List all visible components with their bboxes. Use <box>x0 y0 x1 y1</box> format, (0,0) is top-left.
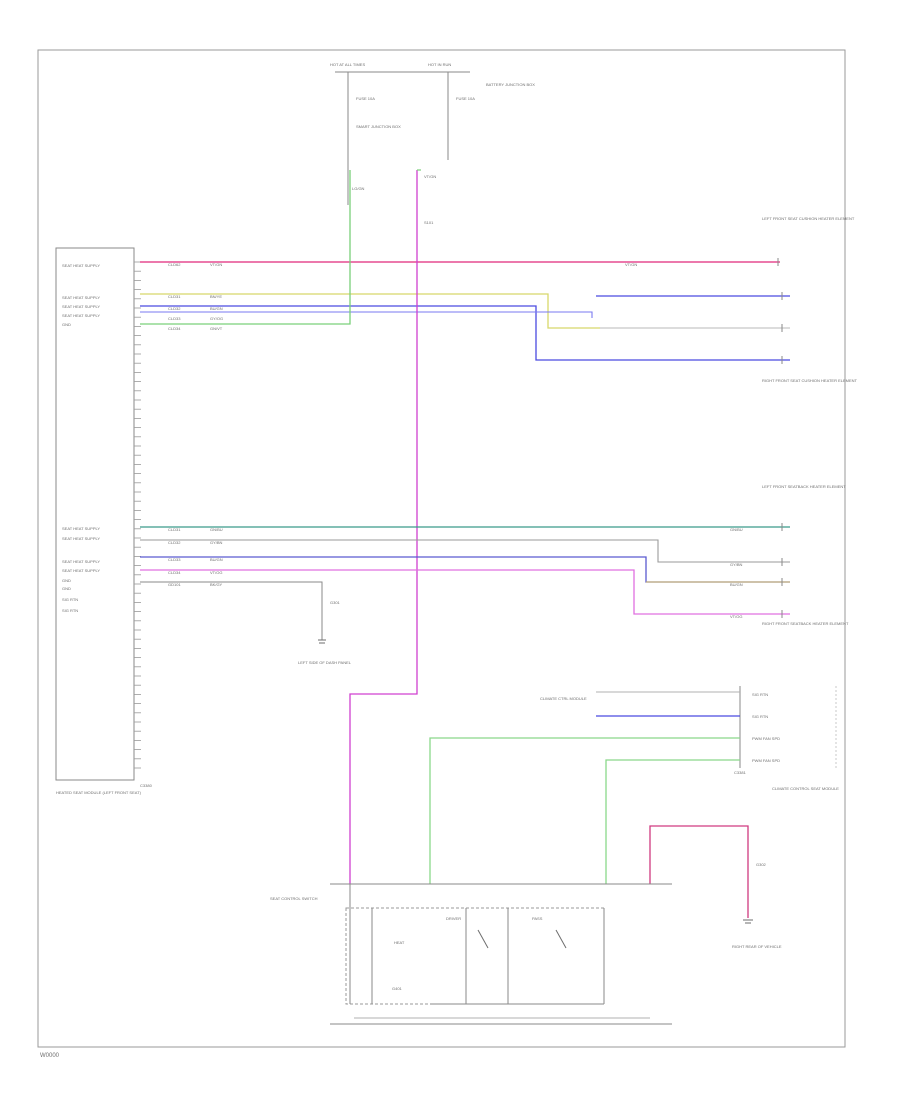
module-pin-4: SEAT HEAT SUPPLY <box>62 313 100 318</box>
cm-c-label: C3381 <box>734 770 747 775</box>
lf-back-label: LEFT FRONT SEATBACK HEATER ELEMENT <box>762 484 846 489</box>
code-r8a: CLD33 <box>168 557 181 562</box>
wire-blue-2 <box>140 311 593 318</box>
code-r9b: VT/OG <box>210 570 222 575</box>
code-r8b: BU/GN <box>210 557 223 562</box>
cm-left-label: CLIMATE CTRL MODULE <box>540 696 587 701</box>
switch-dashed-box <box>345 907 605 1005</box>
connector-ticks <box>777 258 783 618</box>
wires-upper <box>140 170 790 361</box>
diagram-frame <box>37 49 846 1048</box>
fuse-b: FUSE 10A <box>456 96 475 101</box>
switch-label-heat: HEAT <box>394 940 405 945</box>
code-r8c: BU/GN <box>730 582 743 587</box>
ground-cap: GND <box>62 586 71 591</box>
cm-name: CLIMATE CONTROL SEAT MODULE <box>772 786 839 791</box>
module-box <box>55 247 135 781</box>
wire-gray-3 <box>140 581 323 640</box>
seat-control-switch: SEAT CONTROL SWITCH HEAT DRIVER PASS G40… <box>270 883 672 1025</box>
ground-g301: G301 LEFT SIDE OF DASH PANEL <box>298 600 352 665</box>
module-pin-3: SEAT HEAT SUPPLY <box>62 304 100 309</box>
heated-seat-module: SEAT HEAT SUPPLY SEAT HEAT SUPPLY SEAT H… <box>55 247 153 795</box>
code-r10b: BK/GY <box>210 582 223 587</box>
code-r7a: CLD32 <box>168 540 181 545</box>
hot-label-a: HOT AT ALL TIMES <box>330 62 365 67</box>
wire-green-cm3 <box>429 737 740 884</box>
wire-green-1 <box>140 170 351 325</box>
module-pin-10: GND <box>62 578 71 583</box>
module-name: HEATED SEAT MODULE (LEFT FRONT SEAT) <box>56 790 142 795</box>
code-r6a: CLD31 <box>168 527 181 532</box>
ground-g302: G302 RIGHT REAR OF VEHICLE <box>649 825 782 949</box>
wires-lower <box>140 526 790 640</box>
splice-label: S101 <box>424 220 434 225</box>
switch-name: SEAT CONTROL SWITCH <box>270 896 318 901</box>
module-pin-2: SEAT HEAT SUPPLY <box>62 295 100 300</box>
rf-back-label: RIGHT FRONT SEATBACK HEATER ELEMENT <box>762 621 849 626</box>
code-r10a: GD101 <box>168 582 181 587</box>
code-r4a: CLD33 <box>168 316 181 321</box>
code-r9a: CLD34 <box>168 570 181 575</box>
ground-left-text: LEFT SIDE OF DASH PANEL <box>298 660 352 665</box>
code-r9c: VT/OG <box>730 614 742 619</box>
cm-pin-2: SIG RTN <box>752 714 768 719</box>
module-pin-9: SEAT HEAT SUPPLY <box>62 568 100 573</box>
code-r7c: GY/BN <box>730 562 743 567</box>
fuse-a: FUSE 10A <box>356 96 375 101</box>
module-pin-ticks <box>134 261 141 769</box>
code-r6b: GN/BU <box>210 527 223 532</box>
code-r3a: CLD32 <box>168 306 181 311</box>
seat-heater-labels: LEFT FRONT SEAT CUSHION HEATER ELEMENT R… <box>762 216 858 626</box>
ground-g301-label: G301 <box>330 600 341 605</box>
code-r1a: CLD62 <box>168 262 181 267</box>
wire-pink-2 <box>140 569 790 615</box>
wire-violet-vertical <box>349 170 418 884</box>
ground-right-text: RIGHT REAR OF VEHICLE <box>732 944 782 949</box>
code-r2a: CLD31 <box>168 294 181 299</box>
wire-gray-2 <box>140 539 790 563</box>
module-pin-6: SEAT HEAT SUPPLY <box>62 526 100 531</box>
climate-module: SIG RTN SIG RTN PWM FAN SPD PWM FAN SPD … <box>429 686 839 884</box>
module-connector: C3380 <box>140 783 153 788</box>
top-wire-left: LG/GN <box>352 186 365 191</box>
cm-pin-4: PWM FAN SPD <box>752 758 780 763</box>
module-pin-7: SEAT HEAT SUPPLY <box>62 536 100 541</box>
code-r5a: CLD34 <box>168 326 181 331</box>
code-r5b: GN/VT <box>210 326 223 331</box>
code-r1c: VT/GN <box>625 262 637 267</box>
footer-code: W0000 <box>40 1053 60 1059</box>
module-pin-5: GND <box>62 322 71 327</box>
module-pin-1: SEAT HEAT SUPPLY <box>62 263 100 268</box>
code-r6c: GN/BU <box>730 527 743 532</box>
wire-green-cm4 <box>605 759 740 884</box>
switch-gnd: G401 <box>392 986 403 991</box>
code-r2b: BN/YE <box>210 294 222 299</box>
code-r7b: GY/BN <box>210 540 223 545</box>
module-pin-8: SEAT HEAT SUPPLY <box>62 559 100 564</box>
wire-yellow-1 <box>140 293 600 329</box>
power-feed-area: HOT AT ALL TIMES HOT IN RUN FUSE 10A FUS… <box>330 62 535 225</box>
ground-g302-label: G302 <box>756 862 767 867</box>
rf-cushion-label: RIGHT FRONT SEAT CUSHION HEATER ELEMENT <box>762 378 858 383</box>
top-wire-mid: VT/GN <box>424 174 436 179</box>
wire-code-labels: CLD62 VT/GN VT/GN CLD31 BN/YE CLD32 BU/G… <box>168 262 743 619</box>
cm-pin-1: SIG RTN <box>752 692 768 697</box>
wire-blue-1 <box>140 305 790 361</box>
bjb-label: BATTERY JUNCTION BOX <box>486 82 535 87</box>
switch-label-pass: PASS <box>532 916 543 921</box>
code-r3b: BU/GN <box>210 306 223 311</box>
code-r4b: GY/OG <box>210 316 223 321</box>
cm-pin-3: PWM FAN SPD <box>752 736 780 741</box>
sj-box-label: SMART JUNCTION BOX <box>356 124 401 129</box>
lf-cushion-label: LEFT FRONT SEAT CUSHION HEATER ELEMENT <box>762 216 855 221</box>
hot-label-b: HOT IN RUN <box>428 62 451 67</box>
module-pin-11: SIG RTN <box>62 597 78 602</box>
wire-pink-3 <box>649 825 749 918</box>
code-r1b: VT/GN <box>210 262 222 267</box>
switch-label-driver: DRIVER <box>446 916 461 921</box>
module-pin-12: SIG RTN <box>62 608 78 613</box>
